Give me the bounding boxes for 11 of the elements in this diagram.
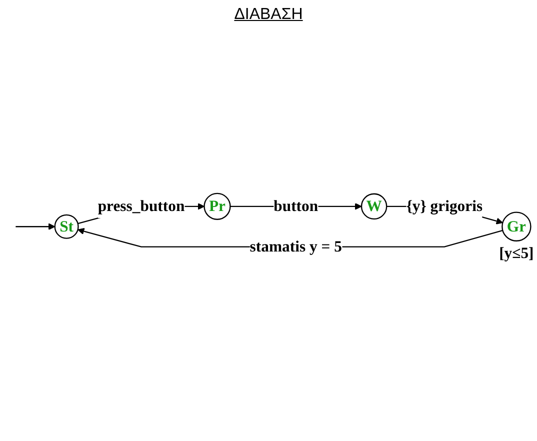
node-circle: St	[54, 214, 79, 239]
arrow	[16, 223, 56, 230]
node-circle: Pr	[204, 192, 231, 220]
node-circle: Gr	[502, 212, 532, 242]
diagram-title: ΔΙΑΒΑΣΗ	[233, 6, 304, 24]
edge-label: press_button	[98, 198, 185, 216]
edge-label: stamatis y = 5	[250, 238, 342, 256]
edge-label: button	[274, 198, 318, 216]
invariant-label: [y≤5]	[499, 245, 534, 262]
node-circle: W	[360, 193, 388, 220]
edge-label: {y} grigoris	[406, 198, 483, 216]
